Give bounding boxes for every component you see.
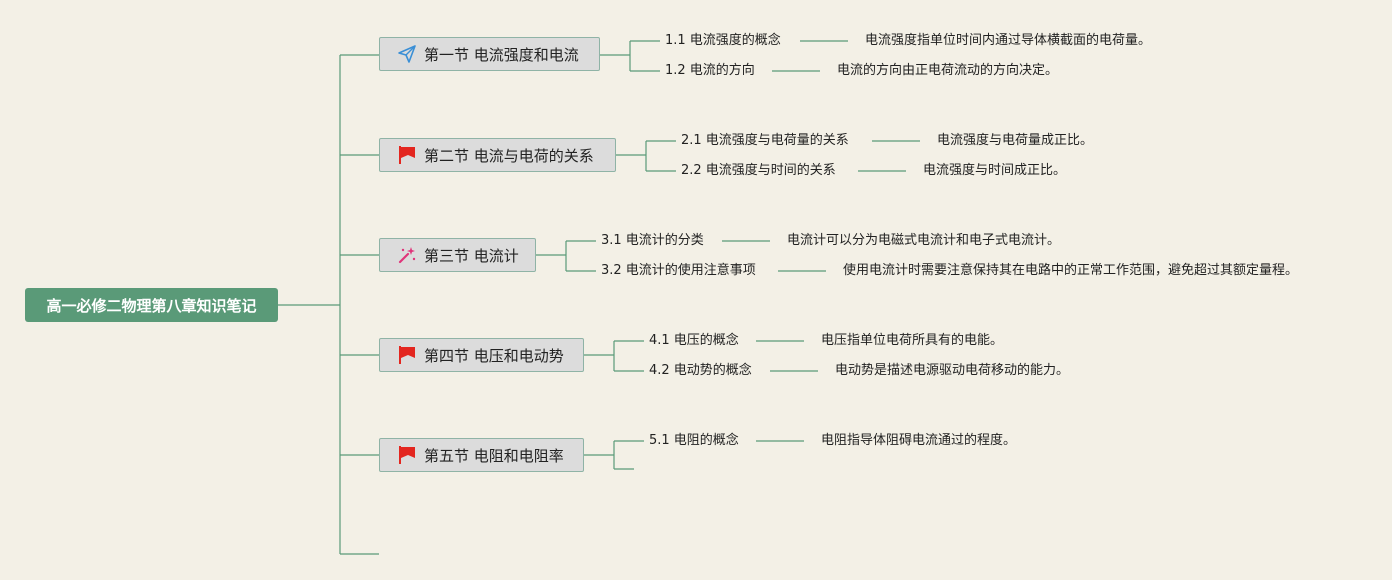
detail-label: 电流计可以分为电磁式电流计和电子式电流计。 bbox=[787, 233, 1061, 248]
section-title: 第四节 电压和电动势 bbox=[424, 346, 564, 365]
detail-label: 电动势是描述电源驱动电荷移动的能力。 bbox=[835, 363, 1070, 378]
section-node-1[interactable]: 第一节 电流强度和电流 bbox=[379, 37, 600, 71]
detail-label: 电压指单位电荷所具有的电能。 bbox=[821, 333, 1004, 348]
section-node-4[interactable]: 第四节 电压和电动势 bbox=[379, 338, 584, 372]
magic-wand-icon bbox=[396, 244, 418, 266]
section-title: 第五节 电阻和电阻率 bbox=[424, 446, 564, 465]
section-title: 第一节 电流强度和电流 bbox=[424, 45, 579, 64]
topic-label: 5.1 电阻的概念 bbox=[649, 433, 739, 448]
detail-label: 电流强度与电荷量成正比。 bbox=[937, 133, 1094, 148]
section-node-5[interactable]: 第五节 电阻和电阻率 bbox=[379, 438, 584, 472]
detail-label: 使用电流计时需要注意保持其在电路中的正常工作范围，避免超过其额定量程。 bbox=[843, 263, 1299, 278]
topic-label: 3.2 电流计的使用注意事项 bbox=[601, 263, 756, 278]
section-title: 第三节 电流计 bbox=[424, 246, 519, 265]
root-node[interactable]: 高一必修二物理第八章知识笔记 bbox=[25, 288, 278, 322]
section-title: 第二节 电流与电荷的关系 bbox=[424, 146, 594, 165]
red-flag-icon bbox=[396, 344, 418, 366]
topic-label: 2.2 电流强度与时间的关系 bbox=[681, 163, 836, 178]
detail-label: 电流强度与时间成正比。 bbox=[923, 163, 1067, 178]
topic-label: 3.1 电流计的分类 bbox=[601, 233, 704, 248]
topic-label: 1.2 电流的方向 bbox=[665, 63, 755, 78]
topic-label: 1.1 电流强度的概念 bbox=[665, 33, 781, 48]
detail-label: 电阻指导体阻碍电流通过的程度。 bbox=[821, 433, 1017, 448]
red-flag-icon bbox=[396, 444, 418, 466]
topic-label: 4.2 电动势的概念 bbox=[649, 363, 752, 378]
topic-label: 2.1 电流强度与电荷量的关系 bbox=[681, 133, 849, 148]
section-node-3[interactable]: 第三节 电流计 bbox=[379, 238, 536, 272]
section-node-2[interactable]: 第二节 电流与电荷的关系 bbox=[379, 138, 616, 172]
topic-label: 4.1 电压的概念 bbox=[649, 333, 739, 348]
red-flag-icon bbox=[396, 144, 418, 166]
detail-label: 电流强度指单位时间内通过导体横截面的电荷量。 bbox=[865, 33, 1152, 48]
detail-label: 电流的方向由正电荷流动的方向决定。 bbox=[837, 63, 1059, 78]
paper-plane-icon bbox=[396, 43, 418, 65]
